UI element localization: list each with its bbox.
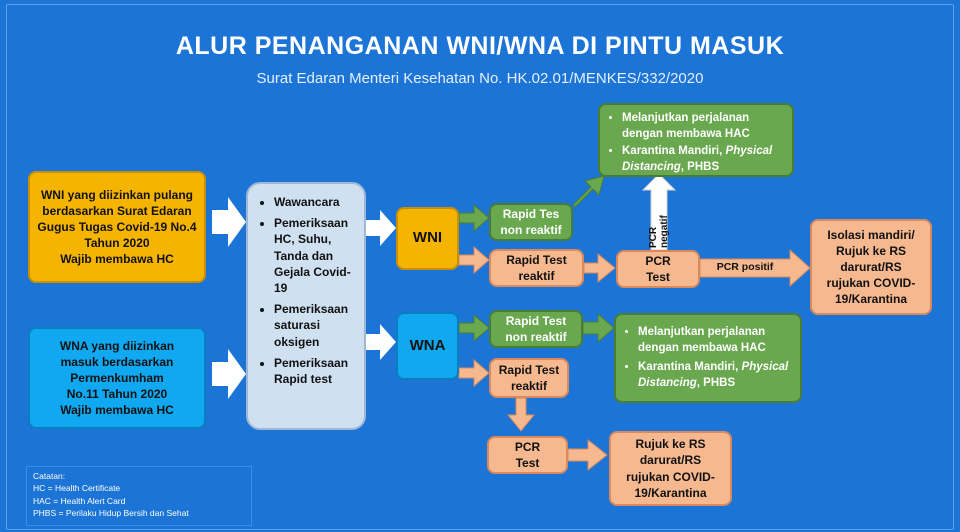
wni-continue-text: , PHBS bbox=[680, 160, 720, 173]
arrow-wni-to-rapid-neg bbox=[458, 203, 490, 233]
wna-refer-line: rujukan COVID- bbox=[626, 469, 715, 484]
wna-refer-line: darurat/RS bbox=[639, 453, 702, 468]
wna-source-line: Wajib membawa HC bbox=[60, 403, 174, 418]
arrow-screening-to-wna bbox=[366, 324, 396, 360]
outer-frame bbox=[6, 4, 954, 530]
wni-pcr-line: Test bbox=[646, 270, 670, 284]
wna-rapid-pos-line: reaktif bbox=[510, 379, 547, 393]
wni-pcr-box: PCR Test bbox=[616, 250, 700, 288]
arrow-pcr-negatif bbox=[641, 173, 677, 251]
wna-rapid-positive-box: Rapid Test reaktif bbox=[489, 358, 569, 398]
wni-source-line: Gugus Tugas Covid-19 No.4 bbox=[37, 219, 197, 234]
pcr-negatif-text: PCR negatif bbox=[648, 215, 670, 248]
wni-rapid-pos-line: reaktif bbox=[518, 269, 555, 283]
notes-hac: HAC = Health Alert Card bbox=[33, 495, 126, 506]
wna-continue-item: Karantina Mandiri, Physical Distancing, … bbox=[638, 360, 792, 391]
wni-source-line: berdasarkan Surat Edaran bbox=[42, 203, 192, 218]
wna-source-line: WNA yang diizinkan bbox=[59, 338, 175, 353]
wni-isolation-line: Isolasi mandiri/ bbox=[827, 227, 915, 242]
arrow-wna-rapid-pos-to-pcr bbox=[506, 397, 536, 432]
page-subtitle: Surat Edaran Menteri Kesehatan No. HK.02… bbox=[256, 70, 704, 87]
wni-continue-italic: Physical Distancing bbox=[622, 145, 773, 173]
wni-source-box: WNI yang diizinkan pulang berdasarkan Su… bbox=[28, 171, 206, 283]
wna-rapid-neg-line: Rapid Test bbox=[505, 313, 567, 328]
arrow-wni-rapid-pos-to-pcr bbox=[583, 252, 616, 284]
arrow-wni-to-rapid-pos bbox=[458, 245, 490, 275]
screening-item: Pemeriksaan Rapid test bbox=[274, 355, 354, 387]
arrow-wna-to-rapid-neg bbox=[458, 313, 490, 343]
wna-refer-box: Rujuk ke RS darurat/RS rujukan COVID- 19… bbox=[609, 431, 732, 506]
screening-item: Pemeriksaan saturasi oksigen bbox=[274, 301, 354, 350]
wni-rapid-pos-line: Rapid Test bbox=[506, 252, 567, 267]
wni-source-line: Tahun 2020 bbox=[84, 236, 150, 251]
arrow-wna-pcr-to-refer bbox=[567, 438, 608, 472]
wni-pcr-line: PCR bbox=[645, 253, 671, 268]
notes-heading: Catatan: bbox=[33, 471, 66, 481]
wna-continue-text: Karantina Mandiri, bbox=[638, 361, 742, 374]
wni-rapid-positive-box: Rapid Test reaktif bbox=[489, 249, 584, 287]
wni-isolation-box: Isolasi mandiri/ Rujuk ke RS darurat/RS … bbox=[810, 219, 932, 315]
wna-source-box: WNA yang diizinkan masuk berdasarkan Per… bbox=[28, 327, 206, 429]
wni-isolation-line: Rujuk ke RS bbox=[835, 243, 907, 258]
notes-phbs: PHBS = Perilaku Hidup Bersih dan Sehat bbox=[33, 507, 189, 518]
wna-rapid-neg-line: non reaktif bbox=[505, 330, 567, 344]
wna-source-line: Permenkumham bbox=[70, 370, 164, 385]
wni-rapid-negative-box: Rapid Tes non reaktif bbox=[489, 203, 573, 241]
arrow-wna-to-screening bbox=[212, 349, 246, 399]
wna-continue-box: Melanjutkan perjalanan dengan membawa HA… bbox=[614, 313, 802, 403]
screening-box: Wawancara Pemeriksaan HC, Suhu, Tanda da… bbox=[246, 182, 366, 430]
notes-hc: HC = Health Certificate bbox=[33, 483, 121, 494]
wna-label: WNA bbox=[409, 336, 446, 354]
wni-label-box: WNI bbox=[396, 207, 459, 270]
arrow-wni-to-screening bbox=[212, 197, 246, 247]
wna-continue-italic: Physical Distancing bbox=[638, 361, 789, 389]
arrow-screening-to-wni bbox=[366, 210, 396, 246]
pcr-positif-label: PCR positif bbox=[716, 261, 774, 273]
wni-source-line: WNI yang diizinkan pulang bbox=[40, 187, 193, 202]
wna-rapid-pos-line: Rapid Test bbox=[498, 362, 560, 377]
wni-continue-item: Karantina Mandiri, Physical Distancing, … bbox=[622, 144, 784, 175]
arrow-wna-rapid-neg-to-continue bbox=[582, 312, 615, 344]
wni-continue-item: Melanjutkan perjalanan dengan membawa HA… bbox=[622, 111, 784, 142]
wna-label-box: WNA bbox=[396, 312, 459, 380]
notes-box: Catatan: HC = Health Certificate HAC = H… bbox=[26, 466, 252, 526]
wni-isolation-line: darurat/RS bbox=[840, 259, 902, 274]
wna-refer-line: 19/Karantina bbox=[634, 485, 707, 500]
pcr-negatif-label: PCR negatif bbox=[648, 194, 670, 248]
arrow-pcr-positif bbox=[699, 248, 811, 288]
wni-isolation-line: rujukan COVID- bbox=[826, 276, 916, 291]
wni-continue-text: Karantina Mandiri, bbox=[622, 145, 726, 158]
wna-pcr-line: PCR bbox=[514, 439, 541, 454]
wna-pcr-line: Test bbox=[515, 456, 540, 470]
wna-source-line: No.11 Tahun 2020 bbox=[66, 387, 168, 402]
screening-item: Pemeriksaan HC, Suhu, Tanda dan Gejala C… bbox=[274, 215, 354, 296]
screening-item: Wawancara bbox=[274, 194, 354, 210]
wna-pcr-box: PCR Test bbox=[487, 436, 568, 474]
wna-refer-line: Rujuk ke RS bbox=[635, 437, 706, 452]
wni-isolation-line: 19/Karantina bbox=[834, 292, 908, 307]
wna-continue-text: , PHBS bbox=[696, 376, 736, 389]
page-title: ALUR PENANGANAN WNI/WNA DI PINTU MASUK bbox=[175, 32, 785, 60]
wna-rapid-negative-box: Rapid Test non reaktif bbox=[489, 310, 583, 348]
wna-source-line: masuk berdasarkan bbox=[60, 354, 174, 369]
wni-rapid-neg-line: non reaktif bbox=[500, 223, 562, 237]
arrow-wni-rapid-neg-to-continue bbox=[572, 175, 605, 208]
wni-source-line: Wajib membawa HC bbox=[60, 252, 174, 267]
wni-continue-box: Melanjutkan perjalanan dengan membawa HA… bbox=[598, 103, 794, 177]
wni-label: WNI bbox=[412, 229, 443, 247]
wni-rapid-neg-line: Rapid Tes bbox=[502, 206, 560, 221]
wna-continue-item: Melanjutkan perjalanan dengan membawa HA… bbox=[638, 325, 792, 356]
arrow-wna-to-rapid-pos bbox=[458, 358, 490, 388]
